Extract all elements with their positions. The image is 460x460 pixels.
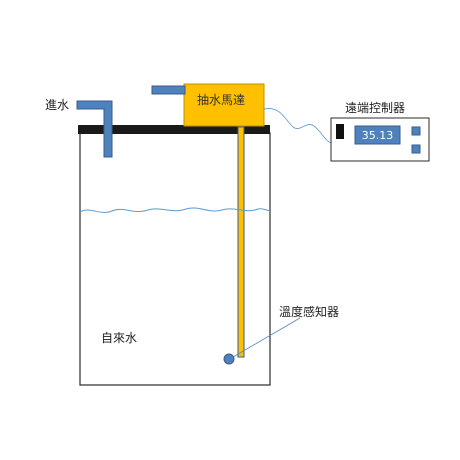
tank-lid [78, 125, 270, 134]
controller-cable [263, 108, 332, 144]
controller-button-down[interactable] [411, 144, 421, 154]
water-inlet-label: 進水 [45, 98, 69, 112]
pump-intake-pipe [237, 126, 245, 358]
inlet-pipe [76, 100, 113, 158]
controller-display [354, 125, 401, 145]
water-surface-line [79, 207, 271, 213]
pump-outlet-pipe [151, 85, 186, 95]
controller-display-value: 35.13 [362, 129, 394, 142]
pump-motor [183, 83, 265, 127]
tap-water-label: 自來水 [101, 331, 137, 345]
controller-button-up[interactable] [411, 126, 421, 136]
remote-controller-label: 遠端控制器 [345, 101, 405, 115]
temperature-sensor-label: 溫度感知器 [279, 304, 339, 319]
controller-power-switch[interactable] [336, 124, 344, 139]
pump-label: 抽水馬達 [197, 93, 245, 107]
sensor-leader-line [232, 317, 301, 358]
temperature-sensor [223, 353, 235, 365]
